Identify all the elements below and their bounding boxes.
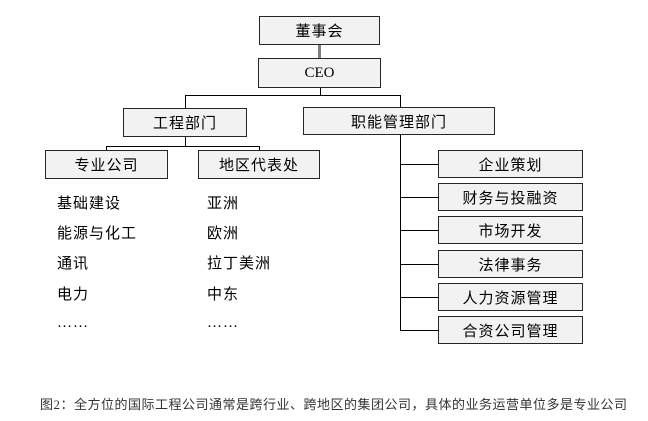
list-item: …… [57,314,89,331]
connector-stub-5 [400,297,438,298]
org-box-board-label: 董事会 [295,24,344,40]
org-box-engineering-label: 工程部门 [152,116,217,132]
connector-split2-horizontal [106,146,260,147]
connector-stub-4 [400,264,438,265]
list-item: 中东 [207,286,240,303]
org-box-ceo-label: CEO [304,64,335,81]
connector-to-regional [259,146,260,151]
functional-dept-box-market-development: 市场开发 [438,216,583,244]
org-box-functional-dept: 职能管理部门 [303,107,495,135]
connector-stub-1 [400,164,438,165]
list-item: 基础建设 [57,195,122,212]
regional-offices-list: 亚洲 欧洲 拉丁美洲 中东 …… [207,187,271,338]
functional-dept-box-legal-affairs: 法律事务 [438,250,583,278]
org-box-regional-label: 地区代表处 [218,158,299,174]
list-item: 电力 [57,286,90,303]
functional-dept-label: 企业策划 [478,157,543,174]
org-box-specialized-label: 专业公司 [74,158,139,174]
functional-dept-label: 市场开发 [478,223,543,240]
org-box-ceo: CEO [258,58,381,88]
connector-to-specialized [106,146,107,151]
functional-dept-box-joint-venture: 合资公司管理 [438,316,583,344]
list-item: 能源与化工 [57,225,138,242]
functional-dept-box-finance-investment: 财务与投融资 [438,183,583,211]
connector-board-ceo [318,45,321,58]
functional-dept-label: 财务与投融资 [462,190,559,207]
connector-split-horizontal [185,95,401,96]
functional-dept-box-human-resources: 人力资源管理 [438,283,583,311]
connector-functional-vertical [400,134,401,331]
connector-stub-6 [400,330,438,331]
functional-dept-box-corporate-planning: 企业策划 [438,150,583,178]
org-box-board: 董事会 [259,16,380,45]
org-box-regional-offices: 地区代表处 [198,150,320,179]
functional-dept-label: 法律事务 [478,257,543,274]
figure-caption: 图2：全方位的国际工程公司通常是跨行业、跨地区的集团公司，具体的业务运营单位多是… [40,397,628,412]
org-box-functional-label: 职能管理部门 [350,114,447,131]
connector-to-functional [400,95,401,107]
functional-dept-label: 人力资源管理 [462,290,559,307]
list-item: 欧洲 [207,225,240,242]
connector-stub-2 [400,197,438,198]
connector-to-engineering [185,95,186,108]
list-item: 拉丁美洲 [207,256,272,273]
org-box-specialized-companies: 专业公司 [45,150,168,179]
list-item: 亚洲 [207,195,240,212]
list-item: …… [207,314,239,331]
connector-ceo-down [320,88,321,96]
org-box-engineering-dept: 工程部门 [123,108,247,137]
connector-stub-3 [400,230,438,231]
connector-engineering-down [185,136,186,146]
specialized-companies-list: 基础建设 能源与化工 通讯 电力 …… [57,187,137,338]
functional-dept-label: 合资公司管理 [462,323,559,340]
list-item: 通讯 [57,256,90,273]
